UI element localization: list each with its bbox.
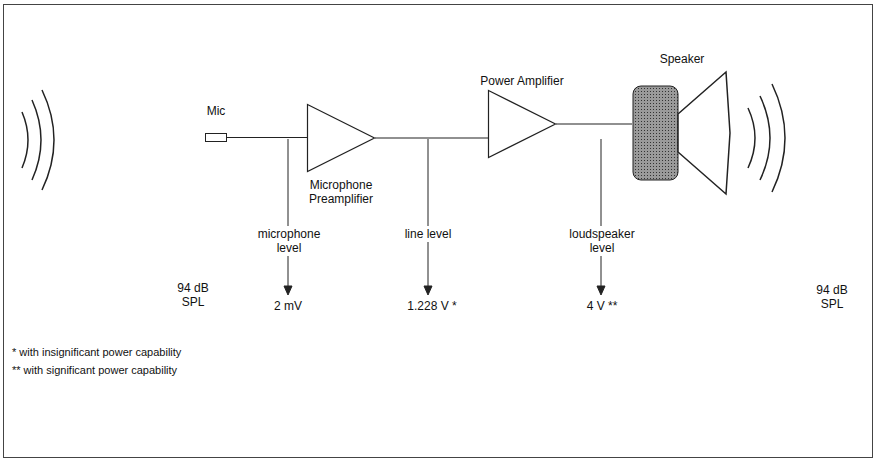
spl-label: 94 dB SPL bbox=[805, 282, 859, 312]
amplifier-triangle bbox=[488, 90, 556, 158]
microphone: Mic bbox=[196, 104, 236, 142]
node-label: Power Amplifier bbox=[480, 74, 563, 88]
amp-triangle: Power Amplifier bbox=[476, 74, 568, 158]
level-label: microphone level bbox=[245, 226, 333, 256]
signal-wire bbox=[556, 123, 632, 124]
level-label: 2 mV bbox=[256, 298, 320, 314]
mic-body bbox=[205, 133, 227, 142]
footnote: * with insignificant power capability bbox=[12, 346, 181, 359]
level-label: line level bbox=[401, 226, 455, 242]
spl-label: 94 dB SPL bbox=[166, 280, 220, 310]
signal-wire bbox=[375, 137, 488, 138]
sound-waves-out bbox=[748, 84, 785, 192]
sound-waves-in bbox=[22, 90, 54, 190]
node-label: Speaker bbox=[660, 52, 705, 66]
level-label: 1.228 V * bbox=[390, 298, 474, 314]
node-label: Microphone Preamplifier bbox=[295, 178, 387, 206]
level-label: loudspeaker level bbox=[558, 226, 646, 256]
amplifier-triangle bbox=[307, 104, 375, 172]
level-arrows bbox=[284, 139, 605, 295]
footnote: ** with significant power capability bbox=[12, 364, 177, 377]
signal-wire bbox=[227, 137, 307, 138]
preamp-triangle: Microphone Preamplifier bbox=[295, 104, 387, 206]
node-label: Mic bbox=[207, 104, 226, 118]
level-label: 4 V ** bbox=[570, 298, 634, 314]
speaker-symbol bbox=[632, 70, 732, 196]
speaker: Speaker bbox=[632, 52, 732, 196]
